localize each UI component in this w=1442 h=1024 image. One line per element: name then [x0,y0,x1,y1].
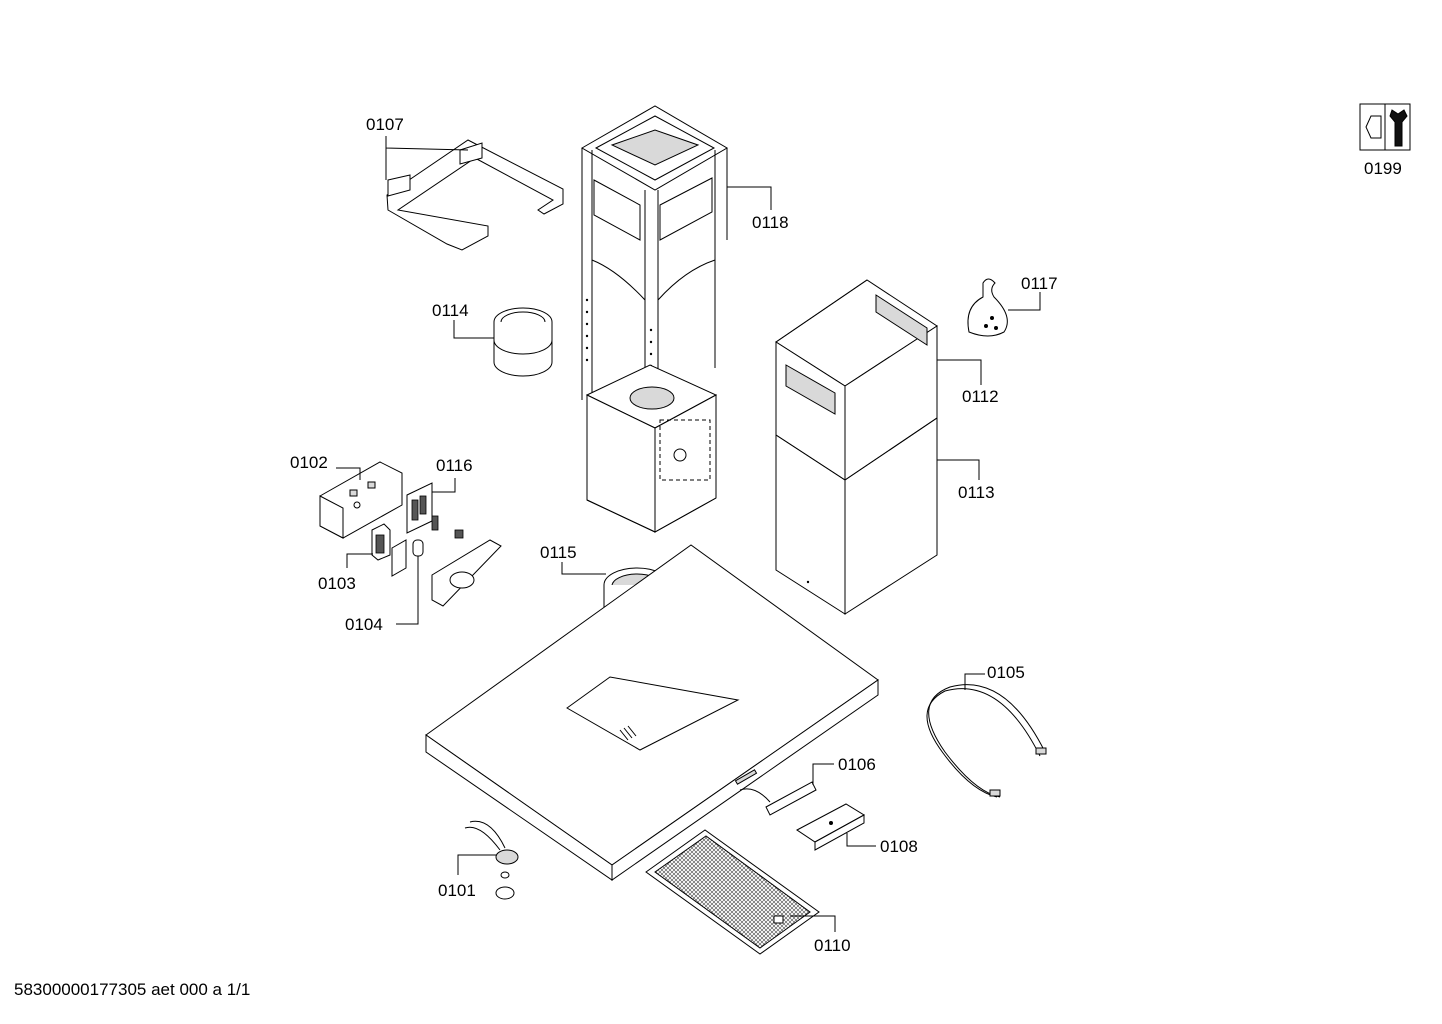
part-label-0101: 0101 [438,881,476,900]
mounting-bracket-part [386,139,564,251]
leader-0101 [457,854,497,875]
part-label-0102: 0102 [290,453,328,472]
leader-0103 [346,553,373,568]
control-housing-part [319,461,403,539]
halogen-lamp-part [464,820,519,900]
leader-0102 [336,467,361,480]
leader-0113 [937,459,980,480]
leader-0117 [1008,292,1041,311]
part-label-0118: 0118 [752,213,789,232]
leader-0106 [812,763,834,785]
lower-chimney-cover-part [775,417,938,615]
part-label-0107: 0107 [366,115,404,134]
leader-0116 [432,478,456,493]
part-label-0114: 0114 [432,301,469,320]
leader-0114 [453,320,494,339]
chimney-frame-part [580,105,728,430]
leader-0110 [790,915,836,932]
screw-bag-part [967,278,1008,337]
leader-0104 [396,556,419,625]
leader-0118 [727,186,772,210]
part-label-0106: 0106 [838,755,876,774]
lamp-cover-part [796,803,865,851]
leader-0115 [561,562,606,575]
blower-housing-part [585,364,718,533]
led-lamp-part [739,781,817,816]
part-label-0104: 0104 [345,615,383,634]
part-label-0112: 0112 [962,387,999,406]
switch-module-part [371,523,391,561]
control-panel-fascia-part [431,539,502,607]
air-duct-ring-part [493,307,553,377]
part-label-0108: 0108 [880,837,918,856]
capacitor-part [391,539,424,577]
leader-0112 [937,359,982,385]
part-label-0116: 0116 [436,456,473,475]
part-label-0117: 0117 [1021,274,1058,293]
document-footer-code: 58300000177305 aet 000 a 1/1 [14,980,251,999]
power-cable-part [926,684,1047,798]
leader-0108 [846,833,876,847]
part-label-0110: 0110 [814,936,851,955]
grease-filter-part [645,829,820,955]
part-label-0103: 0103 [318,574,356,593]
hood-canopy-part [425,544,879,881]
leader-0105 [964,673,985,690]
part-label-0113: 0113 [958,483,995,502]
part-label-0199: 0199 [1364,159,1402,178]
part-label-0115: 0115 [540,543,577,562]
part-label-0105: 0105 [987,663,1025,682]
upper-chimney-cover-part [775,279,938,493]
circuit-board-part [406,482,464,539]
wrench-nut-icon [1359,103,1411,151]
